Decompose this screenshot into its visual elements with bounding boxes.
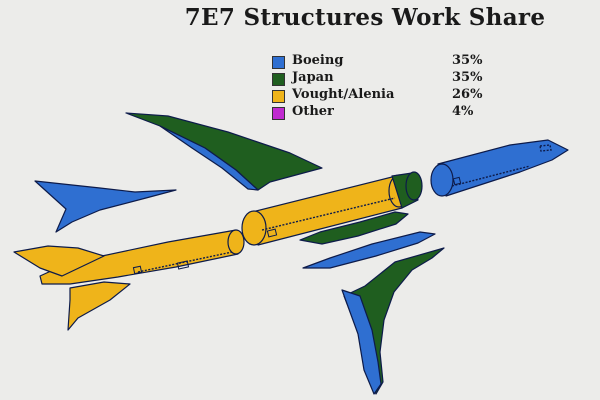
left-wing (341, 247, 445, 395)
legend-item-japan: Japan 35% (272, 70, 492, 87)
nose-section (430, 139, 569, 197)
legend-item-boeing: Boeing 35% (272, 53, 492, 70)
vought-alenia-swatch (272, 90, 285, 103)
legend-value: 35% (452, 53, 483, 68)
legend-value: 35% (452, 70, 483, 85)
legend: Boeing 35% Japan 35% Vought/Alenia 26% O… (272, 53, 492, 121)
legend-item-other: Other 4% (272, 104, 492, 121)
legend-value: 4% (452, 104, 474, 119)
legend-item-vought-alenia: Vought/Alenia 26% (272, 87, 492, 104)
cockpit-window-icon (539, 144, 552, 152)
japan-swatch (272, 73, 285, 86)
left-horizontal-stabilizer (34, 180, 177, 233)
other-swatch (272, 107, 285, 120)
legend-label: Japan (292, 70, 334, 85)
right-wing (125, 112, 323, 191)
boeing-swatch (272, 56, 285, 69)
aft-fuselage (13, 229, 245, 331)
wing-body-fairing (299, 211, 409, 245)
legend-value: 26% (452, 87, 483, 102)
legend-label: Other (292, 104, 334, 119)
lower-fairing (302, 231, 436, 269)
legend-label: Boeing (292, 53, 344, 68)
forward-fuselage (391, 171, 423, 209)
legend-label: Vought/Alenia (292, 87, 395, 102)
page-title: 7E7 Structures Work Share (184, 4, 546, 31)
